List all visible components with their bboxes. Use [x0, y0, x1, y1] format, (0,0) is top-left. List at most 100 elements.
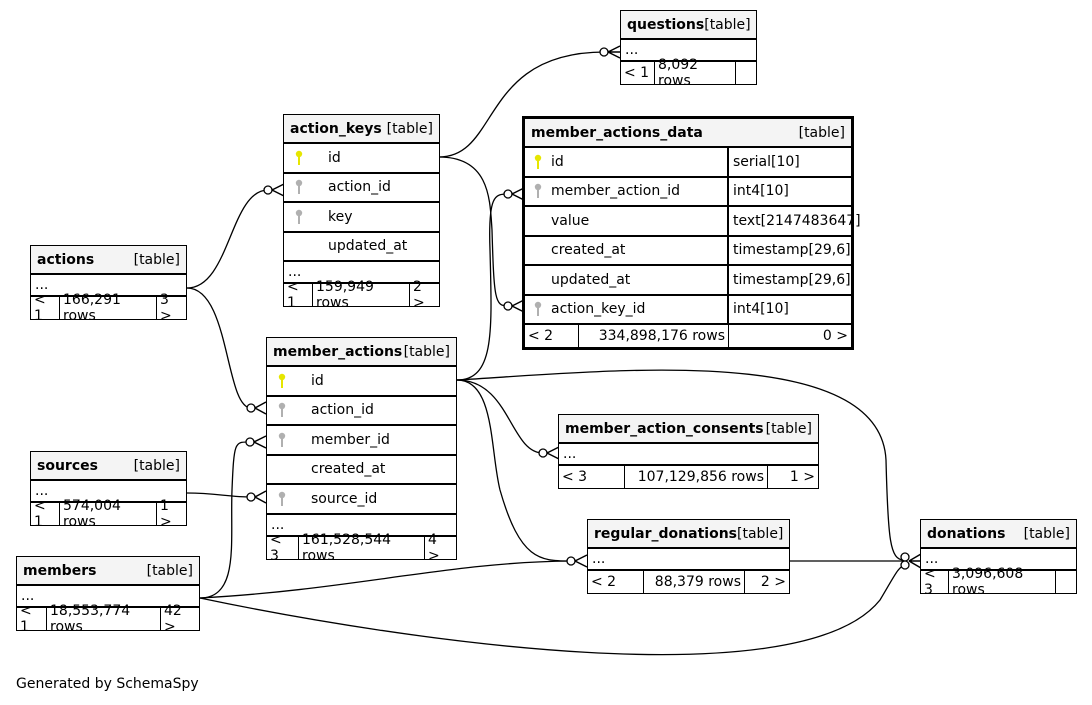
column-row[interactable]: member_id — [267, 426, 456, 456]
children-count[interactable] — [736, 62, 756, 84]
column-row[interactable]: member_action_id int4[10] — [525, 177, 851, 207]
generated-by-label: Generated by SchemaSpy — [16, 676, 199, 692]
children-count[interactable]: 0 > — [822, 328, 848, 344]
edge-members-donations — [199, 564, 906, 656]
table-donations[interactable]: donations [table] ... < 3 3,096,608 rows — [920, 519, 1077, 598]
column-row[interactable]: id — [284, 144, 439, 174]
table-footer: < 3 3,096,608 rows — [921, 566, 1076, 598]
edge-ma-consents — [456, 379, 544, 454]
edge-ma-regular — [456, 379, 571, 562]
table-name[interactable]: sources — [37, 457, 98, 474]
table-member-action-consents[interactable]: member_action_consents [table] ... < 3 1… — [558, 414, 819, 489]
table-name[interactable]: members — [23, 562, 97, 579]
column-row[interactable]: source_id — [267, 485, 456, 515]
optional-marker — [900, 560, 910, 570]
children-count[interactable]: 2 > — [413, 279, 425, 311]
parents-count[interactable]: < 2 — [525, 325, 579, 347]
column-row[interactable]: updated_at — [284, 233, 439, 262]
column-name: created_at — [551, 242, 626, 259]
column-name: action_id — [311, 402, 374, 419]
primary-key-icon — [525, 154, 551, 170]
optional-marker — [246, 403, 256, 413]
parents-count[interactable]: < 3 — [921, 566, 949, 598]
more-columns: ... — [17, 586, 199, 608]
table-kind: [table] — [133, 251, 180, 268]
children-count[interactable] — [1056, 571, 1076, 593]
table-footer: < 1 166,291 rows 3 > — [31, 292, 186, 324]
optional-marker — [246, 492, 256, 502]
table-kind: [table] — [765, 420, 812, 437]
column-row[interactable]: id serial[10] — [525, 148, 851, 178]
crowfoot-marker — [271, 183, 285, 197]
children-count[interactable]: 1 > — [789, 469, 815, 485]
foreign-key-icon — [525, 301, 551, 317]
optional-marker — [503, 301, 513, 311]
column-row[interactable]: created_at timestamp[29,6] — [525, 236, 851, 266]
edge-actions-action-keys — [186, 189, 269, 289]
column-name: action_key_id — [551, 301, 646, 318]
foreign-key-icon — [267, 402, 297, 418]
table-footer: < 2 334,898,176 rows 0 > — [525, 325, 851, 347]
table-kind: [table] — [386, 120, 433, 137]
row-count: 8,092 rows — [655, 57, 736, 89]
column-row[interactable]: value text[2147483647] — [525, 207, 861, 237]
children-count[interactable]: 1 > — [160, 498, 172, 530]
table-name[interactable]: member_actions_data — [531, 124, 703, 141]
table-name[interactable]: actions — [37, 251, 95, 268]
table-name[interactable]: questions — [627, 16, 705, 33]
foreign-key-icon — [284, 209, 314, 225]
parents-count[interactable]: < 3 — [267, 532, 299, 564]
column-row[interactable]: action_id — [267, 397, 456, 426]
parents-count[interactable]: < 2 — [588, 571, 644, 593]
children-count[interactable]: 3 > — [160, 292, 172, 324]
column-row[interactable]: key — [284, 203, 439, 233]
crowfoot-marker — [908, 553, 922, 569]
parents-count[interactable]: < 1 — [284, 279, 313, 311]
parents-count[interactable]: < 1 — [621, 62, 655, 84]
table-name[interactable]: member_action_consents — [565, 420, 764, 437]
foreign-key-icon — [284, 179, 314, 195]
column-name: id — [551, 153, 564, 170]
edge-action-keys-mad — [438, 156, 509, 307]
table-sources[interactable]: sources [table] ... < 1 574,004 rows 1 > — [30, 451, 187, 530]
primary-key-icon — [267, 373, 297, 389]
crowfoot-marker — [546, 446, 560, 460]
parents-count[interactable]: < 3 — [559, 466, 625, 488]
optional-marker — [599, 47, 609, 57]
table-name[interactable]: action_keys — [290, 120, 382, 137]
parents-count[interactable]: < 1 — [31, 292, 60, 324]
column-row[interactable]: updated_at timestamp[29,6] — [525, 266, 851, 296]
column-row[interactable]: action_key_id int4[10] — [525, 295, 851, 325]
table-action-keys[interactable]: action_keys [table] id action_id key upd… — [283, 114, 440, 311]
column-name: id — [328, 149, 341, 166]
column-row[interactable]: action_id — [284, 174, 439, 203]
table-regular-donations[interactable]: regular_donations [table] ... < 2 88,379… — [587, 519, 790, 594]
table-member-actions[interactable]: member_actions [table] id action_id memb… — [266, 337, 457, 564]
table-actions[interactable]: actions [table] ... < 1 166,291 rows 3 > — [30, 245, 187, 324]
edge-ma-mad — [456, 193, 509, 381]
table-questions[interactable]: questions [table] ... < 1 8,092 rows — [620, 10, 757, 89]
table-name[interactable]: donations — [927, 525, 1006, 542]
column-row[interactable]: id — [267, 367, 456, 397]
column-type: serial[10] — [733, 153, 800, 170]
row-count: 18,553,774 rows — [47, 603, 161, 635]
table-header: actions [table] — [31, 246, 186, 275]
children-count[interactable]: 42 > — [164, 603, 182, 635]
table-name[interactable]: member_actions — [273, 343, 403, 360]
more-columns: ... — [284, 262, 439, 284]
children-count[interactable]: 2 > — [760, 574, 786, 590]
row-count: 166,291 rows — [60, 292, 157, 324]
table-header: members [table] — [17, 557, 199, 586]
parents-count[interactable]: < 1 — [17, 603, 47, 635]
table-kind: [table] — [1023, 525, 1070, 542]
edge-members-regular — [199, 560, 571, 599]
parents-count[interactable]: < 1 — [31, 498, 60, 530]
edge-action-keys-questions — [438, 51, 606, 158]
table-member-actions-data[interactable]: member_actions_data [table] id serial[10… — [522, 116, 861, 350]
table-footer: < 1 18,553,774 rows 42 > — [17, 603, 199, 635]
table-name[interactable]: regular_donations — [594, 525, 738, 542]
column-row[interactable]: created_at — [267, 456, 456, 485]
table-members[interactable]: members [table] ... < 1 18,553,774 rows … — [16, 556, 200, 635]
column-name: value — [551, 212, 590, 229]
children-count[interactable]: 4 > — [428, 531, 440, 564]
